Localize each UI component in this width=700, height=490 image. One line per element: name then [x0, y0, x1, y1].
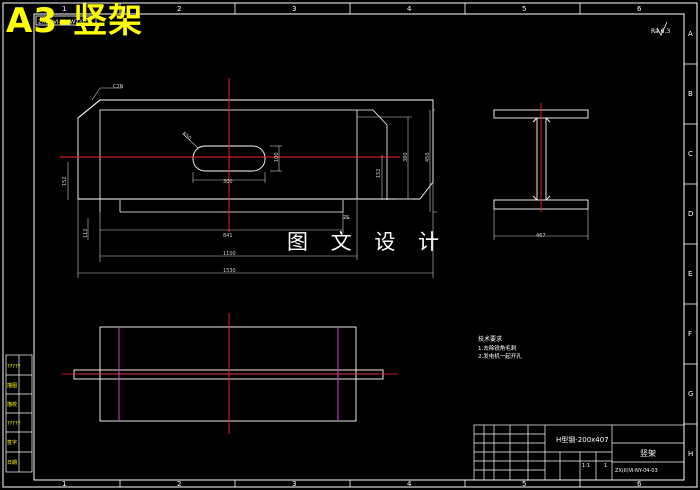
dim-height-outer: 450	[425, 152, 431, 162]
dim-slot-radius: R50	[181, 131, 192, 142]
front-dimension-lines	[67, 87, 437, 278]
col-label-top-4: 4	[407, 5, 412, 13]
title-block-frame	[473, 424, 685, 481]
dim-bottom-small: 75	[343, 215, 349, 221]
row-label-a: A	[688, 30, 693, 38]
col-label-bottom-2: 2	[177, 480, 181, 488]
title-block-material: H型钢-200x407	[556, 435, 609, 444]
watermark-text: 图 文 设 计	[287, 230, 448, 254]
notes-line-1: 1.去除锐角毛刺	[478, 344, 517, 352]
row-label-c: C	[688, 150, 693, 158]
dim-flange-width: 467	[536, 233, 546, 239]
col-label-top-1: 1	[62, 5, 66, 13]
row-label-b: B	[688, 90, 693, 98]
notes-heading: 技术要求	[478, 335, 502, 343]
title-block-drawing-no: ZX(II)Ⅵ-NY-04-03	[615, 468, 658, 474]
roughness-icon	[656, 21, 668, 36]
dim-right-offset: 152	[376, 168, 382, 178]
col-label-bottom-4: 4	[407, 480, 412, 488]
col-label-top-2: 2	[177, 5, 181, 13]
dim-slot-width: 100	[274, 152, 280, 162]
row-label-g: G	[688, 390, 693, 398]
row-label-f: F	[688, 330, 692, 338]
notes-line-2: 2.发电机一起开孔	[478, 352, 522, 360]
col-label-bottom-1: 1	[62, 480, 66, 488]
top-view-web	[73, 369, 384, 380]
dim-left-small: 112	[83, 228, 89, 238]
code-box	[35, 15, 97, 26]
dim-841: 841	[223, 233, 233, 239]
inner-frame	[33, 13, 685, 481]
left-tab-1: ?????	[7, 364, 21, 370]
flange-dimension	[493, 209, 589, 240]
drawing-code-top: ZX(II)Ⅵ-NY(W73)	[38, 20, 84, 26]
left-tabs	[5, 354, 33, 473]
col-label-top-5: 5	[522, 5, 526, 13]
row-label-h: H	[688, 450, 693, 458]
roughness-text: Ra 6.3	[651, 28, 670, 35]
dim-1100: 1100	[223, 251, 236, 257]
top-zone-ticks	[119, 3, 697, 487]
dim-1530: 1530	[223, 268, 236, 274]
plate-outline	[77, 99, 434, 200]
col-label-bottom-3: 3	[292, 480, 296, 488]
dim-height-inner: 380	[403, 152, 409, 162]
left-tab-3: 描校	[7, 401, 17, 408]
left-tab-4: ?????	[7, 421, 21, 427]
col-label-bottom-5: 5	[522, 480, 526, 488]
title-block-qty: 1	[604, 463, 607, 469]
title-block-scale: 1:1	[582, 463, 590, 469]
left-tab-2: 描图	[7, 382, 17, 389]
plate-inner-rect	[99, 109, 358, 200]
col-label-top-3: 3	[292, 5, 296, 13]
dim-chamfer: C2N	[113, 84, 124, 90]
plate-chamfer-left	[77, 99, 101, 119]
col-label-top-6: 6	[637, 5, 642, 13]
row-label-e: E	[688, 270, 692, 278]
left-tab-5: 签字	[7, 439, 17, 446]
row-label-d: D	[688, 210, 693, 218]
dim-left-offset: 152	[62, 176, 68, 186]
col-label-bottom-6: 6	[637, 480, 642, 488]
plate-right-taper	[357, 109, 388, 200]
title-block-part-name: 竖架	[640, 449, 656, 458]
left-tab-6: 日期	[7, 460, 17, 466]
dim-slot-length: 300	[223, 179, 233, 185]
page-title: A3-竖架	[6, 1, 144, 41]
